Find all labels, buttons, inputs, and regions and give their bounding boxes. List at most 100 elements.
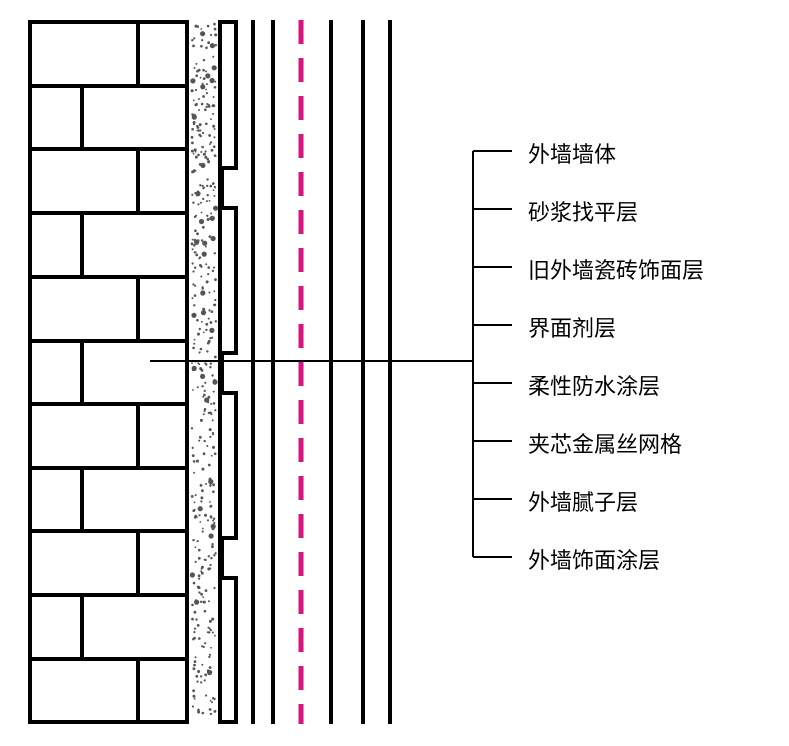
mortar-dot	[213, 452, 217, 456]
mortar-dot	[209, 712, 213, 716]
mortar-dot	[204, 673, 208, 677]
mortar-dot	[195, 62, 198, 65]
mortar-dot	[194, 155, 198, 159]
mortar-dot	[208, 134, 212, 137]
mortar-dot	[192, 369, 195, 372]
mortar-dot	[205, 46, 208, 50]
mortar-dot	[198, 327, 201, 331]
mortar-dot	[212, 124, 216, 128]
mortar-dot	[200, 675, 203, 678]
mortar-dot	[202, 187, 205, 190]
mortar-dot	[209, 411, 212, 415]
mortar-dot	[206, 350, 209, 353]
mortar-dot	[195, 618, 198, 621]
mortar-dot	[209, 484, 212, 487]
mortar-dot	[198, 218, 205, 225]
mortar-dot	[211, 104, 215, 108]
label-old-tile-finish: 旧外墙瓷砖饰面层	[528, 259, 704, 284]
mortar-dot	[192, 694, 196, 698]
mortar-dot	[199, 521, 202, 523]
mortar-dot	[204, 642, 207, 645]
mortar-dot	[204, 108, 207, 112]
mortar-dot	[207, 555, 210, 558]
mortar-dot	[202, 307, 206, 311]
mortar-dot	[211, 543, 214, 546]
mortar-dot	[201, 385, 204, 388]
mortar-dot	[214, 28, 217, 31]
mortar-dot	[200, 28, 203, 30]
mortar-dot	[202, 59, 206, 62]
mortar-dot	[202, 645, 205, 649]
mortar-dot	[191, 446, 194, 449]
mortar-dot	[202, 131, 205, 135]
mortar-dot	[209, 504, 213, 508]
mortar-dot	[194, 88, 197, 92]
mortar-dot	[196, 25, 199, 28]
mortar-dot	[198, 637, 201, 640]
mortar-dot	[209, 184, 213, 188]
mortar-dot	[213, 128, 216, 130]
mortar-dot	[207, 600, 210, 603]
mortar-dot	[196, 540, 199, 543]
mortar-dot	[202, 452, 206, 456]
mortar-dot	[205, 88, 208, 91]
mortar-dot	[202, 600, 206, 604]
mortar-dot	[207, 395, 211, 399]
mortar-dot	[193, 636, 196, 640]
mortar-dot	[206, 519, 210, 522]
mortar-dot	[213, 521, 216, 525]
mortar-dot	[191, 362, 193, 364]
label-putty: 外墙腻子层	[528, 491, 638, 516]
mortar-dot	[201, 711, 205, 715]
mortar-dot	[200, 571, 204, 575]
mortar-dot	[211, 631, 214, 634]
mortar-dot	[199, 484, 203, 487]
leader-lines	[150, 150, 512, 558]
mortar-dot	[199, 418, 203, 422]
mortar-dot	[200, 496, 204, 500]
mortar-dot	[191, 193, 194, 196]
mortar-dot	[193, 244, 196, 247]
mortar-dot	[208, 105, 211, 108]
mortar-dot	[205, 200, 208, 203]
mortar-dot	[213, 266, 215, 269]
mortar-dot	[191, 705, 194, 708]
mortar-dot	[191, 603, 194, 607]
mortar-dot	[213, 185, 216, 188]
mortar-dot	[199, 347, 203, 351]
mortar-dot	[214, 634, 216, 637]
mortar-dot	[210, 557, 213, 560]
mortar-dot	[209, 141, 213, 144]
mortar-dot	[193, 697, 196, 700]
mortar-dot	[191, 39, 194, 42]
mortar-dot	[210, 235, 216, 242]
mortar-dot	[197, 203, 200, 206]
mortar-dot	[206, 83, 208, 86]
mortar-dot	[214, 409, 217, 412]
mortar-dot	[195, 253, 199, 257]
mortar-dot	[206, 75, 210, 79]
mortar-dot	[209, 366, 212, 369]
mortar-dot	[197, 670, 201, 673]
mortar-dot	[201, 251, 207, 257]
mortar-dot	[201, 39, 204, 42]
mortar-dot	[211, 336, 214, 339]
mortar-dot	[194, 169, 197, 172]
mortar-dot	[193, 663, 196, 667]
mortar-dot	[208, 655, 211, 659]
mortar-dot	[198, 514, 201, 517]
mortar-dot	[198, 163, 202, 166]
mortar-dot	[213, 252, 216, 255]
mortar-dot	[213, 86, 217, 89]
mortar-dot	[194, 494, 197, 497]
mortar-dot	[205, 694, 208, 697]
mortar-dot	[212, 145, 216, 148]
mortar-dot	[191, 297, 194, 300]
mortar-dot	[190, 427, 194, 430]
mortar-dot	[207, 567, 211, 571]
mortar-dot	[212, 519, 215, 522]
mortar-dot	[206, 218, 210, 221]
mortar-dot	[213, 554, 216, 557]
mortar-dot	[214, 278, 217, 281]
